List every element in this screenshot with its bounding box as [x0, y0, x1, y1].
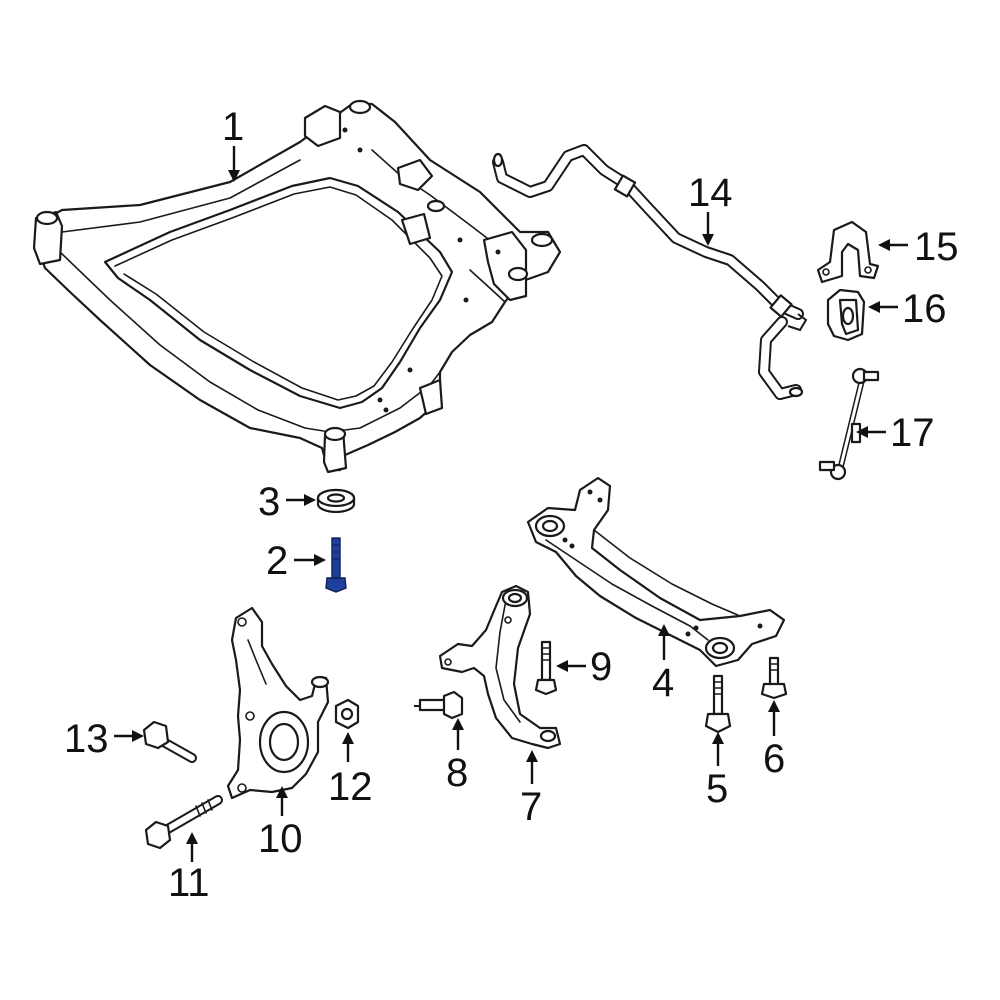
callout-2-label: 2 — [266, 539, 288, 583]
callout-13-label: 13 — [64, 717, 109, 761]
part-3-washer[interactable] — [316, 488, 356, 514]
callout-8-label: 8 — [446, 751, 468, 795]
callout-4-label: 4 — [652, 661, 674, 705]
callout-5[interactable]: 5 — [706, 732, 728, 811]
part-14-stabilizer-bar[interactable] — [492, 144, 808, 400]
callout-8[interactable]: 8 — [446, 718, 468, 795]
callout-6[interactable]: 6 — [763, 700, 785, 781]
callout-16[interactable]: 16 — [868, 287, 947, 331]
callout-1-label: 1 — [222, 105, 244, 149]
callout-12[interactable]: 12 — [328, 732, 373, 809]
part-5-bolt[interactable] — [704, 674, 732, 734]
callout-5-label: 5 — [706, 767, 728, 811]
callout-7-label: 7 — [520, 785, 542, 829]
callout-9[interactable]: 9 — [556, 645, 612, 689]
part-4-crossmember[interactable] — [526, 476, 786, 668]
callout-16-label: 16 — [902, 287, 947, 331]
part-9-bolt[interactable] — [534, 640, 558, 696]
callout-14[interactable]: 14 — [688, 171, 733, 246]
part-7-lower-control-arm[interactable] — [438, 584, 562, 750]
callout-13[interactable]: 13 — [64, 717, 144, 761]
callout-17[interactable]: 17 — [856, 411, 935, 455]
callout-2[interactable]: 2 — [266, 539, 326, 583]
callout-15[interactable]: 15 — [878, 225, 959, 269]
callout-10[interactable]: 10 — [258, 786, 303, 861]
part-6-bolt[interactable] — [760, 656, 788, 700]
callout-11[interactable]: 11 — [168, 832, 210, 905]
part-13-bolt[interactable] — [142, 720, 197, 763]
callout-12-label: 12 — [328, 765, 373, 809]
callout-7[interactable]: 7 — [520, 750, 542, 829]
callout-3[interactable]: 3 — [258, 480, 316, 524]
callout-1[interactable]: 1 — [222, 105, 244, 182]
callout-10-label: 10 — [258, 817, 303, 861]
callout-9-label: 9 — [590, 645, 612, 689]
callout-6-label: 6 — [763, 737, 785, 781]
part-8-bolt[interactable] — [414, 690, 464, 720]
part-12-nut[interactable] — [334, 698, 360, 730]
callout-17-label: 17 — [890, 411, 935, 455]
callout-15-label: 15 — [914, 225, 959, 269]
part-1-subframe[interactable] — [32, 99, 562, 474]
part-10-steering-knuckle[interactable] — [226, 606, 330, 800]
part-16-bushing[interactable] — [826, 288, 866, 342]
callout-4[interactable]: 4 — [652, 624, 674, 705]
part-11-long-bolt[interactable] — [144, 795, 223, 850]
part-15-bracket[interactable] — [816, 220, 880, 284]
callout-3-label: 3 — [258, 480, 280, 524]
part-17-stabilizer-link[interactable] — [818, 367, 880, 481]
callout-14-label: 14 — [688, 171, 733, 215]
callout-11-label: 11 — [168, 861, 210, 905]
part-2-bolt[interactable] — [325, 537, 347, 593]
